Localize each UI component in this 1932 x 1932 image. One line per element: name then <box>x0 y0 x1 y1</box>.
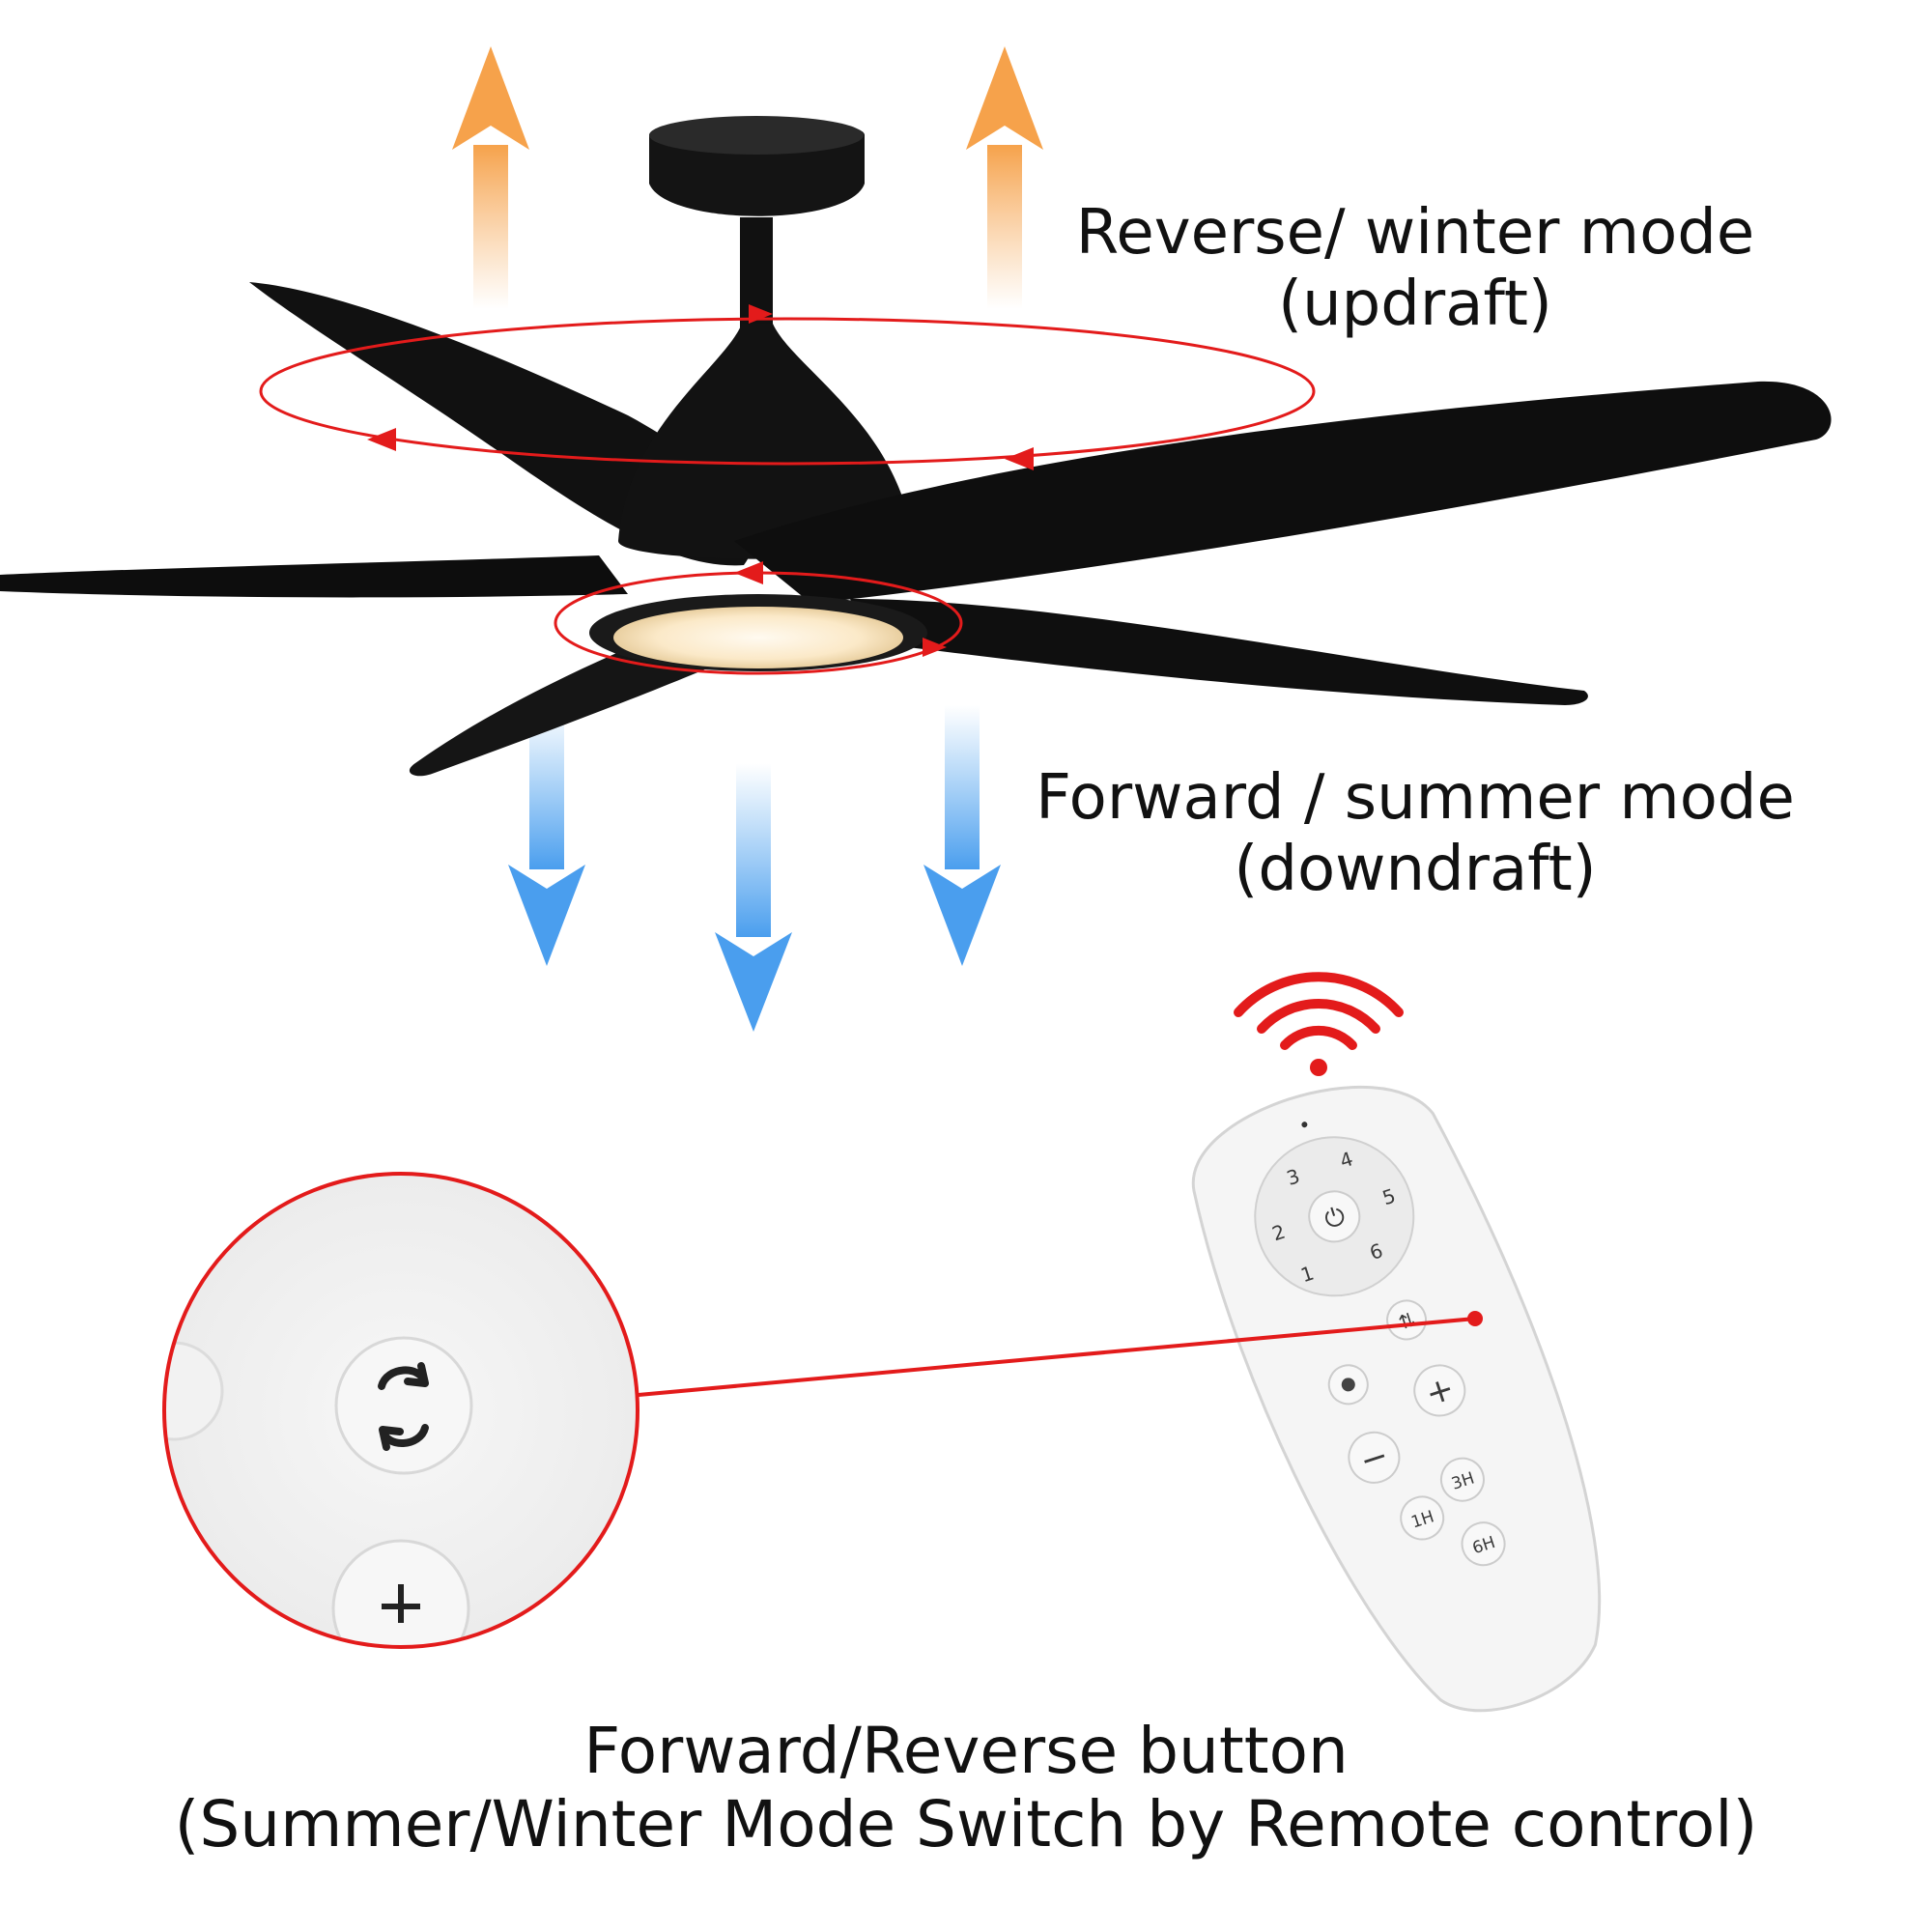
reverse-mode-label-line2: (updraft) <box>1278 268 1552 340</box>
reverse-mode-label: Reverse/ winter mode (updraft) <box>1043 197 1787 340</box>
zoomed-reverse-button <box>334 1336 473 1475</box>
callout-line <box>627 1317 1476 1398</box>
button-caption-line1: Forward/Reverse button <box>583 1714 1349 1788</box>
rotation-ring-lower <box>554 561 963 675</box>
rotation-ring-upper <box>259 304 1316 470</box>
timer-1h-button[interactable] <box>1395 1492 1448 1545</box>
power-button[interactable] <box>1303 1185 1367 1249</box>
button-caption-line2: (Summer/Winter Mode Switch by Remote con… <box>174 1786 1758 1861</box>
minus-button[interactable] <box>1343 1426 1406 1490</box>
forward-mode-label-line2: (downdraft) <box>1234 833 1597 905</box>
remote-body <box>1191 1085 1602 1713</box>
light-icon <box>1341 1378 1355 1392</box>
fan-motor-housing <box>618 324 913 559</box>
updraft-arrow-right <box>966 46 1043 309</box>
zoom-magnifier <box>162 1172 639 1649</box>
downdraft-arrow-center <box>715 763 792 1032</box>
wireless-signal-icon <box>1234 972 1404 1076</box>
ceiling-fan <box>0 116 1832 777</box>
fan-blade-right-long <box>734 381 1832 604</box>
forward-mode-label-line1: Forward / summer mode <box>1036 762 1795 834</box>
fan-led-light <box>613 607 903 668</box>
downdraft-arrow-left <box>508 705 585 966</box>
forward-reverse-button-caption: Forward/Reverse button (Summer/Winter Mo… <box>145 1715 1787 1861</box>
reverse-mode-label-line1: Reverse/ winter mode <box>1075 197 1755 269</box>
downdraft-arrow-right <box>923 705 1001 966</box>
timer-6h-button[interactable] <box>1457 1517 1510 1570</box>
fan-blade-left-long <box>0 555 628 598</box>
timer-3h-button[interactable] <box>1435 1453 1489 1506</box>
fan-blade-back-left <box>249 282 753 566</box>
fan-blade-lower-right <box>850 599 1588 705</box>
plus-button[interactable] <box>1408 1359 1472 1423</box>
forward-mode-label: Forward / summer mode (downdraft) <box>1005 762 1826 905</box>
reverse-icon: ⇅ <box>1396 1307 1418 1334</box>
zoomed-reverse-icon <box>378 1362 429 1451</box>
updraft-arrow-left <box>452 46 529 309</box>
remote-control: ⏻ 1 2 3 4 5 6 ⇅ + − 1H 3H 6H <box>1191 1085 1602 1713</box>
